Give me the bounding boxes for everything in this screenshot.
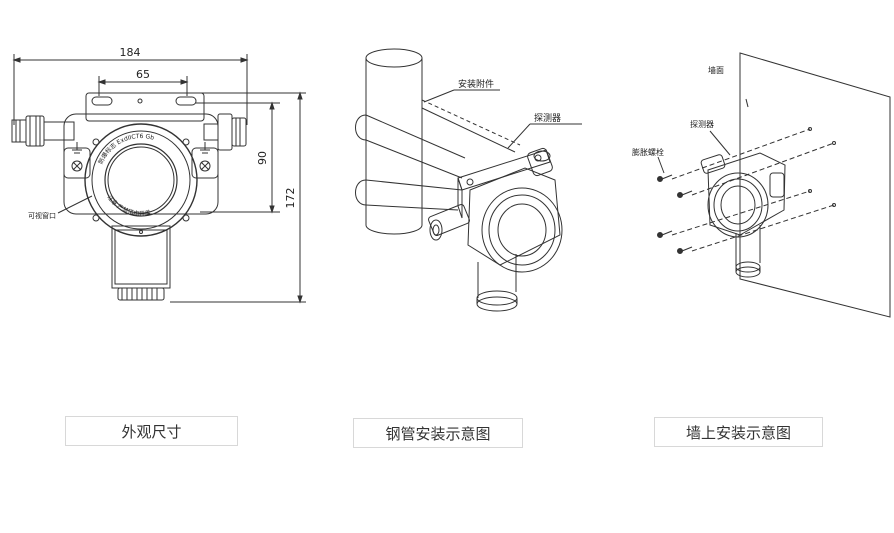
wall-mount-svg: 墙面 探测器 膨胀螺栓 xyxy=(632,52,891,318)
dim-height-mid-label: 90 xyxy=(256,151,269,165)
pipe-detector-label: 探测器 xyxy=(534,112,561,124)
wall-detector-label: 探测器 xyxy=(690,119,714,129)
wall-mount-drawing: 墙面 探测器 膨胀螺栓 xyxy=(620,45,894,325)
caption-dimensions: 外观尺寸 xyxy=(65,416,238,446)
caption-pipe-mount: 钢管安装示意图 xyxy=(353,418,523,448)
dim-hole-label: 65 xyxy=(136,68,150,81)
pipe-mount-svg: 安装附件 探测器 xyxy=(355,48,582,312)
dim-height-total-label: 172 xyxy=(284,188,297,209)
bracket-label: 安装附件 xyxy=(458,78,494,90)
bolt-label: 膨胀螺栓 xyxy=(632,147,664,157)
dimension-drawing: 防爆标志 ExdIICT6 Gb 注意 严禁带电开盖 184 65 90 172… xyxy=(0,30,310,320)
wall-label: 墙面 xyxy=(708,65,724,75)
caption-dimensions-text: 外观尺寸 xyxy=(121,422,182,441)
caption-wall-mount-text: 墙上安装示意图 xyxy=(685,423,791,442)
dim-width-label: 184 xyxy=(120,46,141,59)
dimension-drawing-svg: 防爆标志 ExdIICT6 Gb 注意 严禁带电开盖 184 65 90 172… xyxy=(11,46,306,304)
pipe-mount-drawing: 安装附件 探测器 xyxy=(350,40,590,320)
caption-pipe-mount-text: 钢管安装示意图 xyxy=(385,424,491,443)
window-label: 可视窗口 xyxy=(28,211,56,220)
caption-wall-mount: 墙上安装示意图 xyxy=(654,417,823,447)
